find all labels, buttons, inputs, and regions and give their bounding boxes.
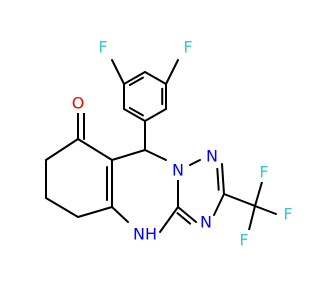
atom-label-nh: NH bbox=[133, 225, 157, 244]
bond-c8-c7 bbox=[45, 138, 79, 161]
atom-label-n2: N bbox=[206, 147, 218, 166]
bond-c9-n1 bbox=[144, 149, 167, 161]
bond-n1-n2 bbox=[189, 159, 201, 166]
atom-label-f-right: F bbox=[183, 38, 192, 57]
benzene-bond-1 bbox=[144, 71, 167, 85]
atom-label-background-n2 bbox=[205, 146, 219, 166]
atom-label-layer: F F O N N N NH F F F bbox=[71, 37, 295, 250]
bond-c4a-nh bbox=[111, 206, 129, 223]
benzene-double-2 bbox=[128, 106, 144, 117]
atom-label-n1: N bbox=[172, 161, 184, 180]
atom-label-background-f_left bbox=[96, 37, 110, 57]
molecule-canvas: F F O N N N NH F F F bbox=[45, 37, 295, 250]
bond-c5-c4a bbox=[77, 206, 113, 218]
bond-cf3-f-top bbox=[254, 181, 263, 207]
bond-c9-c8a bbox=[111, 149, 146, 161]
atom-label-n3: N bbox=[200, 213, 212, 232]
molecule-structure: F F O N N N NH F F F bbox=[45, 37, 295, 250]
bond-n2-c2 bbox=[221, 163, 225, 195]
bond-cf3-f-bottom bbox=[248, 205, 256, 231]
bond-c-f-right bbox=[165, 59, 179, 85]
bond-layer bbox=[45, 59, 277, 233]
atom-label-f-cf3-right: F bbox=[283, 205, 292, 224]
bond-nh-c3a bbox=[159, 206, 179, 233]
bond-n3-c3a bbox=[177, 206, 197, 223]
atom-label-f-cf3-bottom: F bbox=[239, 231, 248, 250]
atom-label-background-f_cf3_top bbox=[257, 162, 271, 182]
atom-label-background-f_cf3_bottom bbox=[237, 230, 251, 250]
bond-c-f-left bbox=[111, 59, 125, 85]
bond-c8a-c8 bbox=[77, 138, 113, 161]
bond-n2-c2-double-inner bbox=[216, 167, 220, 191]
benzene-bond-4 bbox=[123, 108, 146, 122]
benzene-bond-3 bbox=[144, 108, 167, 122]
bond-c2-cf3 bbox=[223, 193, 256, 207]
bond-c2-n3 bbox=[213, 193, 225, 216]
atom-label-f-left: F bbox=[98, 38, 107, 57]
atom-label-background-nh bbox=[133, 224, 157, 244]
benzene-bond-0 bbox=[123, 71, 146, 85]
atom-label-background-o_keto bbox=[71, 93, 85, 113]
atom-label-o-keto: O bbox=[72, 94, 85, 113]
bond-n3-c3a-double-inner bbox=[176, 212, 192, 225]
atom-label-background-n1 bbox=[171, 160, 185, 180]
benzene-double-0 bbox=[128, 76, 144, 87]
atom-label-background-f_right bbox=[181, 37, 195, 57]
atom-label-background-f_cf3_right bbox=[281, 204, 295, 224]
atom-label-background-n3 bbox=[199, 212, 213, 232]
atom-label-f-cf3-top: F bbox=[259, 163, 268, 182]
bond-cf3-f-right bbox=[254, 205, 277, 215]
bond-c6-c5 bbox=[45, 197, 79, 218]
